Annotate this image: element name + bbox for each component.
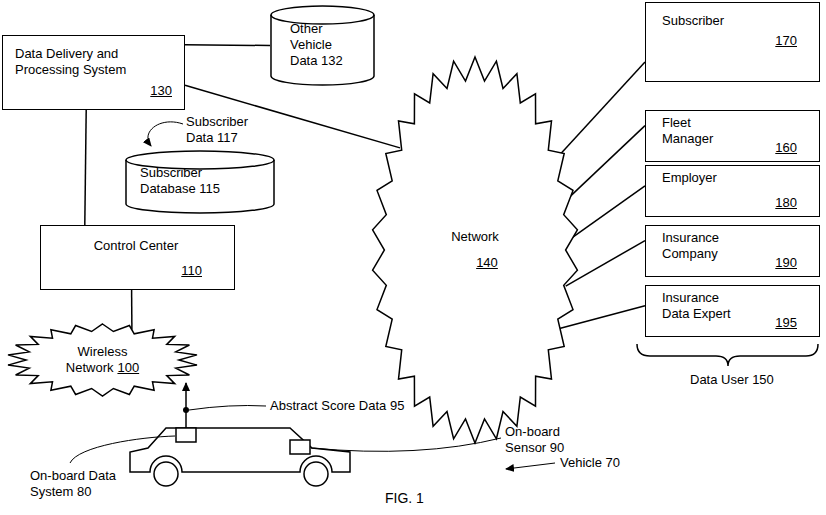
process-box: Fleet Manager 160	[645, 110, 820, 162]
wheel	[304, 462, 328, 486]
reference-number: 110	[181, 263, 202, 279]
box-label: Fleet Manager	[662, 115, 724, 147]
connector	[564, 126, 645, 203]
connector	[85, 110, 86, 225]
reference-number: 190	[775, 255, 797, 271]
reference-number: 160	[775, 140, 797, 156]
callout-label: On-board Data System 80	[30, 468, 130, 500]
process-box: Data Delivery and Processing System 130	[2, 35, 185, 110]
figure-caption: FIG. 1	[385, 490, 424, 506]
box-label: Subscriber Database 115	[140, 165, 240, 197]
connector	[555, 62, 646, 161]
callout-label: On-board Sensor 90	[505, 424, 580, 456]
label-group: Wireless Network100	[57, 344, 149, 376]
database-cylinder: Subscriber Database 115	[125, 150, 275, 214]
connector	[566, 241, 645, 287]
box-label: Control Center	[41, 238, 231, 254]
leader-line	[311, 438, 501, 451]
vehicle-body	[130, 428, 350, 472]
cloud-zigzag	[8, 324, 197, 396]
network-cloud: Network 140	[370, 55, 580, 445]
callout-label: Abstract Score Data 95	[270, 398, 405, 414]
leader-arrow	[148, 122, 183, 146]
box-label: Insurance Company	[662, 230, 742, 262]
cylinder-body	[271, 6, 374, 85]
reference-number: 130	[150, 83, 172, 99]
box-label: Other Vehicle Data 132	[290, 21, 350, 69]
box-label: Data Delivery and Processing System	[15, 46, 175, 78]
wheel	[154, 462, 178, 486]
process-box: Control Center 110	[40, 225, 235, 290]
antenna-arrow	[185, 383, 187, 428]
box-label: Subscriber	[662, 13, 762, 29]
connector	[185, 85, 400, 148]
process-box: Employer 180	[645, 165, 820, 217]
connector	[185, 44, 270, 46]
box-label: Network	[451, 229, 499, 245]
connector	[131, 290, 133, 330]
data-user-bracket	[637, 344, 818, 366]
sensor-box	[290, 440, 310, 454]
callout-label: Data User 150	[690, 372, 810, 388]
cloud-zigzag	[373, 57, 578, 443]
process-box: Insurance Data Expert 195	[645, 285, 820, 337]
box-label: Employer	[662, 170, 762, 186]
reference-number: 195	[775, 315, 797, 331]
leader-line	[189, 406, 266, 411]
database-cylinder: Other Vehicle Data 132	[270, 5, 375, 86]
reference-number: 180	[775, 195, 797, 211]
antenna-dot	[183, 407, 189, 413]
reference-number: 140	[476, 255, 498, 271]
callout-label: Subscriber Data 117	[186, 114, 271, 146]
cylinder-body	[126, 151, 274, 213]
connector	[568, 186, 645, 241]
cloud-outline	[370, 55, 580, 445]
reference-number: 170	[775, 33, 797, 49]
network-cloud: Wireless Network100	[5, 322, 200, 398]
leader-line	[70, 436, 175, 463]
box-label: Insurance Data Expert	[662, 290, 742, 322]
reference-number: 100	[117, 360, 139, 375]
leader-arrow	[506, 463, 555, 469]
process-box: Subscriber 170	[645, 2, 820, 82]
data-system-box	[176, 428, 196, 442]
process-box: Insurance Company 190	[645, 225, 820, 277]
callout-label: Vehicle 70	[560, 455, 650, 471]
